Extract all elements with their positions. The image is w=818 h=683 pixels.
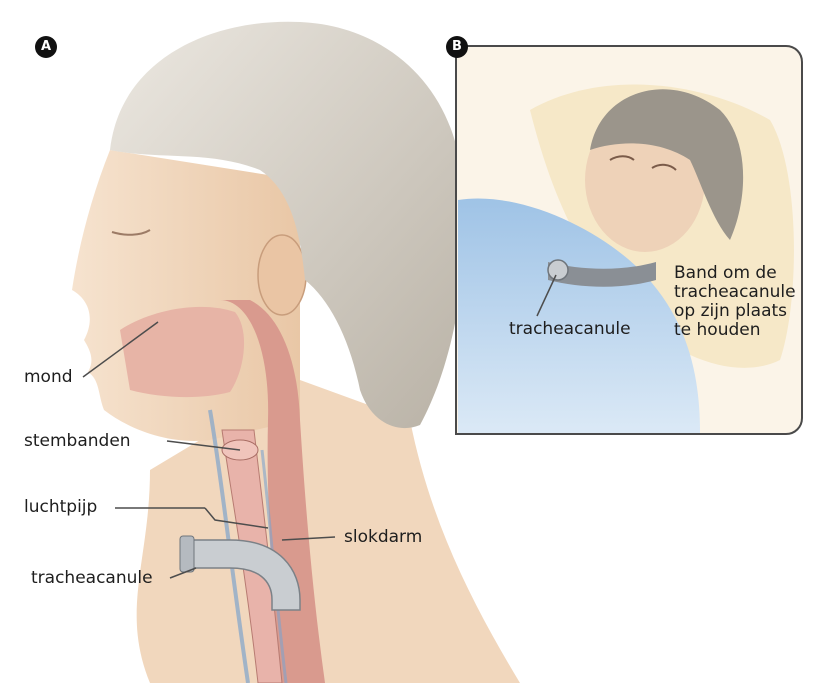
label-luchtpijp: luchtpijp — [24, 497, 97, 517]
label-band-line-2: tracheacanule — [674, 283, 796, 302]
panel-b-badge: B — [446, 36, 468, 58]
label-band-line-4: te houden — [674, 321, 796, 340]
label-stembanden: stembanden — [24, 431, 131, 451]
label-tracheacanule-a: tracheacanule — [31, 568, 153, 588]
label-mond: mond — [24, 367, 73, 387]
label-tracheacanule-b: tracheacanule — [509, 319, 631, 339]
label-band-line-3: op zijn plaats — [674, 302, 796, 321]
panel-a-badge: A — [35, 36, 57, 58]
panel-b-inset — [456, 46, 802, 434]
label-slokdarm: slokdarm — [344, 527, 422, 547]
label-band-line-1: Band om de — [674, 264, 796, 283]
label-band: Band om de tracheacanule op zijn plaats … — [674, 264, 796, 340]
